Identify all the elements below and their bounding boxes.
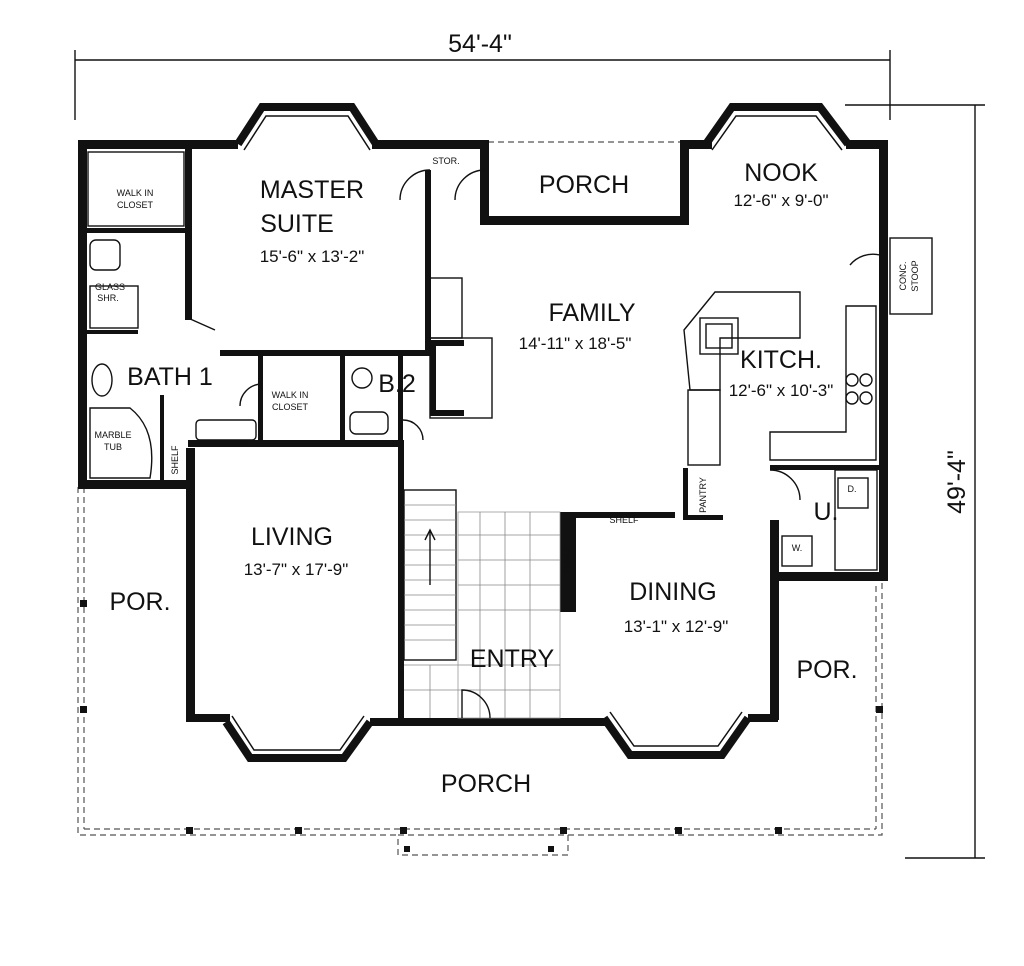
bath1-label: BATH 1	[127, 363, 213, 391]
walk-in-closet-1-label-line2: CLOSET	[117, 200, 154, 210]
glass-shower-label-line2: SHR.	[97, 293, 119, 303]
walk-in-closet-2-label-line2: CLOSET	[272, 402, 309, 412]
porch-front-label: PORCH	[441, 770, 531, 798]
master-suite-label-line2: SUITE	[260, 210, 334, 238]
utility-label: U.	[814, 498, 839, 526]
family-label: FAMILY	[548, 299, 635, 327]
master-suite-label: MASTER	[260, 176, 364, 204]
washer-label: W.	[792, 543, 803, 553]
interior-walls	[78, 140, 880, 720]
porch-posts	[80, 600, 883, 852]
living-size: 13'-7" x 17'-9"	[244, 560, 349, 579]
porch-outlines	[77, 141, 883, 856]
exterior-walls	[78, 103, 888, 762]
bath2-label: B.2	[378, 370, 416, 398]
glass-shower-label: GLASS	[95, 282, 125, 292]
walk-in-closet-1-label: WALK IN	[117, 188, 154, 198]
pantry-label: PANTRY	[698, 477, 708, 513]
nook-label: NOOK	[744, 159, 818, 187]
nook-size: 12'-6" x 9'-0"	[733, 191, 828, 210]
family-size: 14'-11" x 18'-5"	[519, 334, 632, 353]
shelf-entry-label: SHELF	[562, 545, 572, 575]
porch-top-label: PORCH	[539, 171, 629, 199]
kitchen-counters	[683, 291, 877, 466]
marble-tub-label-line2: TUB	[104, 442, 122, 452]
master-suite-size: 15'-6" x 13'-2"	[260, 247, 365, 266]
dining-size: 13'-1" x 12'-9"	[624, 617, 729, 636]
entry-label: ENTRY	[470, 645, 555, 673]
dimension-lines	[74, 50, 985, 859]
storage-label: STOR.	[432, 156, 459, 166]
conc-stoop-label: CONC.	[898, 262, 908, 291]
kitchen-size: 12'-6" x 10'-3"	[729, 381, 834, 400]
depth-dimension: 49'-4"	[943, 450, 971, 514]
entry-tile	[404, 511, 561, 719]
fixtures	[89, 237, 933, 567]
walk-in-closet-2-label: WALK IN	[272, 390, 309, 400]
shelf-dining-label: SHELF	[609, 515, 639, 525]
stairs	[403, 489, 457, 661]
marble-tub-label: MARBLE	[94, 430, 131, 440]
doors	[187, 169, 881, 719]
conc-stoop-label-line2: STOOP	[910, 260, 920, 291]
dryer-label: D.	[848, 484, 857, 494]
living-label: LIVING	[251, 523, 333, 551]
porch-right-label: POR.	[796, 656, 857, 684]
width-dimension: 54'-4"	[448, 30, 512, 58]
kitchen-label: KITCH.	[740, 346, 822, 374]
dining-label: DINING	[629, 578, 717, 606]
porch-left-label: POR.	[109, 588, 170, 616]
shelf-bath-label: SHELF	[170, 445, 180, 475]
